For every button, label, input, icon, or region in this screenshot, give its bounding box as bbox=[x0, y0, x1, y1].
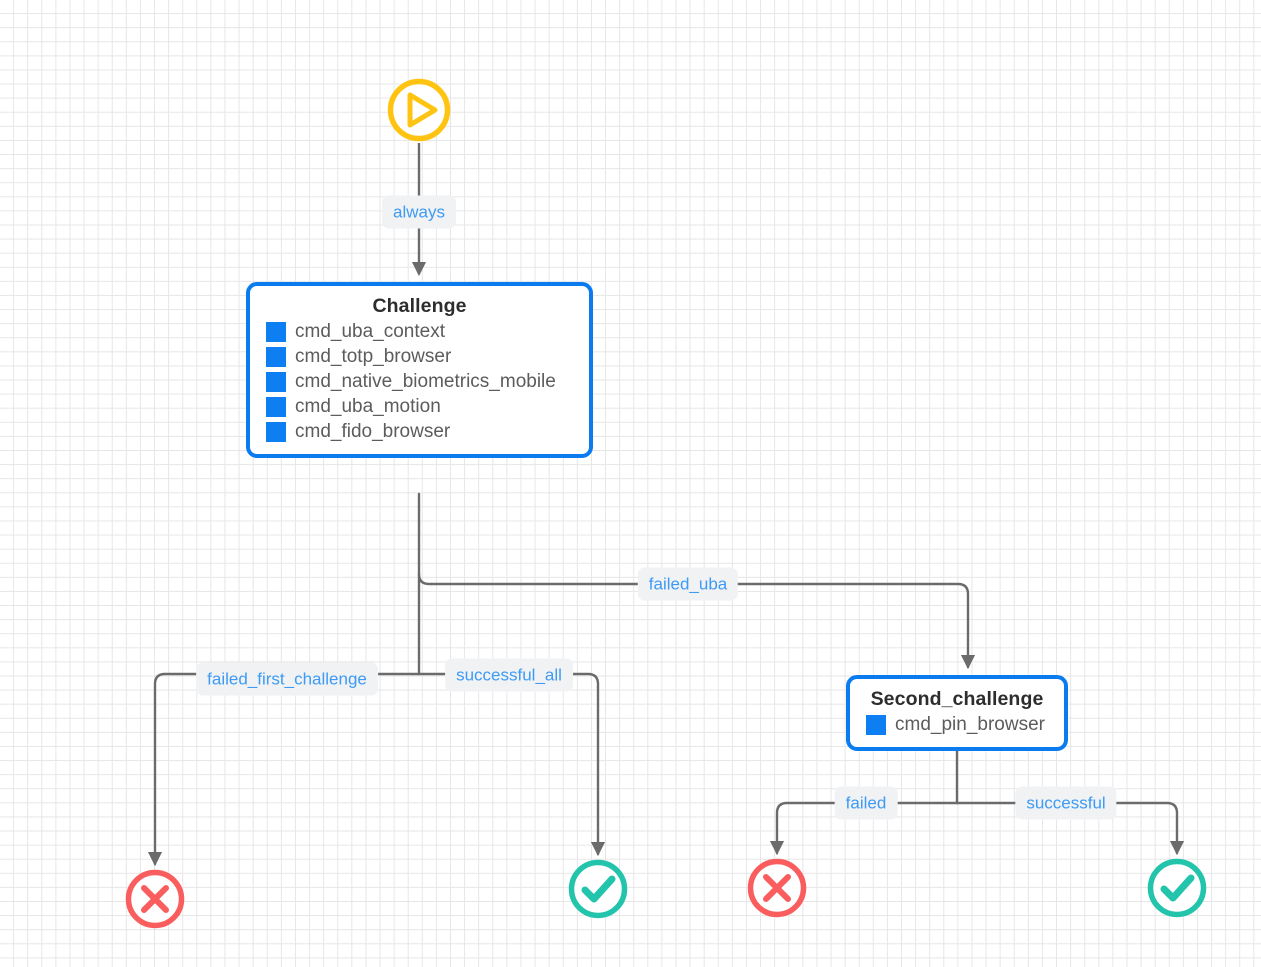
item-swatch-icon bbox=[266, 422, 286, 442]
terminal-success-right[interactable] bbox=[1145, 856, 1209, 920]
item-swatch-icon bbox=[266, 397, 286, 417]
check-circle-icon bbox=[568, 859, 628, 919]
node-item-label: cmd_pin_browser bbox=[895, 714, 1045, 736]
item-swatch-icon bbox=[266, 322, 286, 342]
node-item-label: cmd_native_biometrics_mobile bbox=[295, 371, 556, 393]
terminal-failure-right[interactable] bbox=[745, 856, 809, 920]
node-item[interactable]: cmd_uba_motion bbox=[266, 397, 573, 417]
node-item-label: cmd_fido_browser bbox=[295, 421, 451, 443]
node-challenge-title: Challenge bbox=[372, 295, 467, 317]
edge-label-successful-all[interactable]: successful_all bbox=[445, 658, 573, 692]
terminal-success-left[interactable] bbox=[566, 857, 630, 921]
x-circle-icon bbox=[747, 858, 807, 918]
node-item[interactable]: cmd_totp_browser bbox=[266, 347, 573, 367]
node-item[interactable]: cmd_native_biometrics_mobile bbox=[266, 372, 573, 392]
node-challenge[interactable]: Challenge cmd_uba_context cmd_totp_brows… bbox=[246, 282, 593, 458]
node-item[interactable]: cmd_fido_browser bbox=[266, 422, 573, 442]
start-node[interactable] bbox=[385, 76, 453, 144]
edge-label-failed-uba[interactable]: failed_uba bbox=[637, 567, 739, 601]
edge-successful-all bbox=[417, 672, 606, 857]
node-item-label: cmd_uba_motion bbox=[295, 396, 441, 418]
edge-label-failed-first-challenge[interactable]: failed_first_challenge bbox=[196, 662, 378, 696]
edge-label-always[interactable]: always bbox=[382, 195, 456, 229]
edge-label-successful[interactable]: successful bbox=[1015, 786, 1117, 820]
edge-failed-first-challenge bbox=[147, 672, 421, 867]
item-swatch-icon bbox=[866, 715, 886, 735]
node-item-label: cmd_totp_browser bbox=[295, 346, 452, 368]
node-challenge-items: cmd_uba_context cmd_totp_browser cmd_nat… bbox=[266, 322, 573, 442]
node-item-label: cmd_uba_context bbox=[295, 321, 445, 343]
node-second-challenge-items: cmd_pin_browser bbox=[866, 715, 1048, 735]
item-swatch-icon bbox=[266, 372, 286, 392]
item-swatch-icon bbox=[266, 347, 286, 367]
x-circle-icon bbox=[125, 869, 185, 929]
node-item[interactable]: cmd_uba_context bbox=[266, 322, 573, 342]
node-item[interactable]: cmd_pin_browser bbox=[866, 715, 1048, 735]
play-circle-icon bbox=[387, 78, 451, 142]
terminal-failure-left[interactable] bbox=[123, 867, 187, 931]
node-second-challenge-title: Second_challenge bbox=[870, 688, 1044, 710]
check-circle-icon bbox=[1147, 858, 1207, 918]
edge-label-failed[interactable]: failed bbox=[834, 786, 898, 820]
node-second-challenge[interactable]: Second_challenge cmd_pin_browser bbox=[846, 675, 1068, 751]
